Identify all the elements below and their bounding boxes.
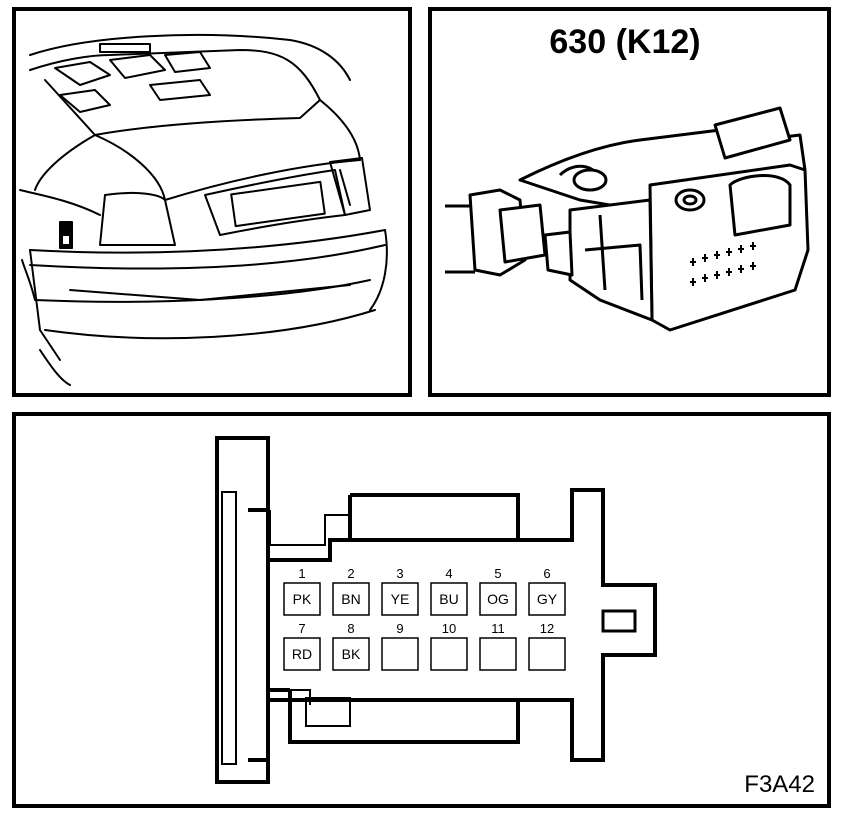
pin-cavity [283, 582, 321, 616]
pin-cavity [332, 637, 370, 671]
pin-cavity [479, 582, 517, 616]
connector-panel-frame [428, 7, 831, 397]
pin-number: 12 [540, 621, 554, 636]
pin-number: 7 [298, 621, 305, 636]
pin-4: 4BU [430, 566, 468, 616]
pin-6: 6GY [528, 566, 566, 616]
pin-number: 1 [298, 566, 305, 581]
pin-cavity [528, 637, 566, 671]
pin-number: 11 [491, 621, 505, 636]
pin-cavity [528, 582, 566, 616]
pin-wire-color: OG [487, 591, 509, 607]
pin-cavity [430, 637, 468, 671]
pin-11: 11 [479, 621, 517, 671]
pin-12: 12 [528, 621, 566, 671]
pin-7: 7RD [283, 621, 321, 671]
car-panel-frame [12, 7, 412, 397]
pin-wire-color: RD [292, 646, 312, 662]
pin-3: 3YE [381, 566, 419, 616]
connector-3d-panel: 630 (K12) [428, 7, 831, 397]
pin-number: 8 [347, 621, 354, 636]
pin-8: 8BK [332, 621, 370, 671]
pin-cavity [283, 637, 321, 671]
pin-wire-color: BN [341, 591, 360, 607]
pin-number: 3 [396, 566, 403, 581]
pin-wire-color: BK [342, 646, 361, 662]
pin-5: 5OG [479, 566, 517, 616]
figure-code: F3A42 [744, 771, 815, 798]
pin-number: 10 [442, 621, 456, 636]
connector-3d-illustration [445, 106, 810, 332]
connector-face-outline [215, 436, 657, 784]
pin-cavity [430, 582, 468, 616]
pin-wire-color: PK [293, 591, 312, 607]
pin-9: 9 [381, 621, 419, 671]
car-rear-illustration [19, 34, 388, 386]
pin-wire-color: GY [537, 591, 558, 607]
pin-2: 2BN [332, 566, 370, 616]
car-rear-panel [12, 7, 412, 397]
pin-10: 10 [430, 621, 468, 671]
pin-1: 1PK [283, 566, 321, 616]
pin-wire-color: YE [391, 591, 410, 607]
pin-number: 4 [445, 566, 452, 581]
pin-cavity [332, 582, 370, 616]
pin-cavity [381, 582, 419, 616]
pin-cavity [381, 637, 419, 671]
pin-number: 6 [543, 566, 550, 581]
pin-cavity [479, 637, 517, 671]
pin-wire-color: BU [439, 591, 458, 607]
pin-number: 2 [347, 566, 354, 581]
pin-number: 9 [396, 621, 403, 636]
pinout-panel-frame [12, 412, 831, 808]
pin-number: 5 [494, 566, 501, 581]
connector-title: 630 (K12) [549, 23, 700, 61]
